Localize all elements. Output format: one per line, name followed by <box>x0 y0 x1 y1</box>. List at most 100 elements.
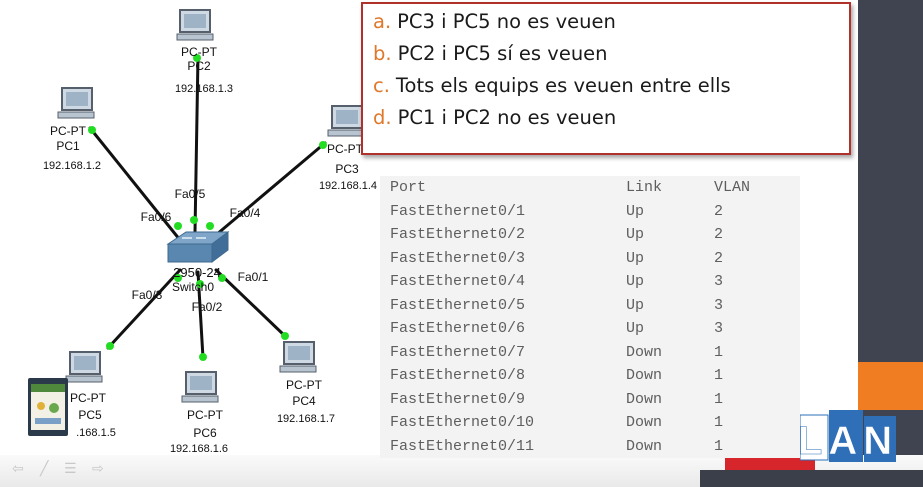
cell-vlan: 3 <box>714 320 724 338</box>
pc3-ip-label: 192.168.1.4 <box>319 180 377 192</box>
logo-red-strip <box>725 455 815 470</box>
option-letter: a. <box>373 10 392 33</box>
pc4-name-label: PC4 <box>292 394 316 408</box>
pc4-ip-label: 192.168.1.7 <box>277 413 335 425</box>
cell-vlan: 3 <box>714 273 724 291</box>
cell-link: Down <box>626 437 663 455</box>
pc5-name-label: PC5 <box>78 408 102 422</box>
option-b[interactable]: b.PC2 i PC5 sí es veuen <box>373 42 608 65</box>
cell-port: FastEthernet0/1 <box>390 202 526 220</box>
cell-vlan: 1 <box>714 437 724 455</box>
cell-port: FastEthernet0/6 <box>390 320 526 338</box>
cell-vlan: 2 <box>714 202 724 220</box>
cell-vlan: 1 <box>714 414 724 432</box>
pc2-name-label: PC2 <box>187 59 211 73</box>
arrow-left-icon[interactable]: ⇦ <box>12 461 24 477</box>
cell-link: Up <box>626 249 645 267</box>
cell-port: FastEthernet0/5 <box>390 296 526 314</box>
pc5-ip-label: .168.1.5 <box>76 427 116 439</box>
switch-name-label: Switch0 <box>172 280 214 294</box>
table-row: FastEthernet0/4 Up 3 <box>380 270 794 294</box>
pc6-ip-label: 192.168.1.6 <box>170 443 228 455</box>
switch-icon[interactable] <box>166 231 230 263</box>
cell-port: FastEthernet0/3 <box>390 249 526 267</box>
cell-link: Up <box>626 296 645 314</box>
orange-accent-block <box>858 362 923 410</box>
link-pc3 <box>208 141 327 242</box>
link-pc2 <box>193 54 200 234</box>
option-text: PC3 i PC5 no es veuen <box>397 10 616 33</box>
cell-port: FastEthernet0/7 <box>390 343 526 361</box>
cell-port: FastEthernet0/2 <box>390 226 526 244</box>
arrow-right-icon[interactable]: ⇨ <box>92 461 104 477</box>
cell-link: Up <box>626 226 645 244</box>
pc3-computer-icon[interactable] <box>327 105 365 137</box>
bottom-dark-band <box>700 470 923 487</box>
header-vlan: VLAN <box>714 179 751 197</box>
option-text: PC1 i PC2 no es veuen <box>397 106 617 129</box>
pc1-ip-label: 192.168.1.2 <box>43 160 101 172</box>
option-letter: c. <box>373 74 390 97</box>
menu-icon[interactable]: ☰ <box>64 461 77 477</box>
port-label-fa0-5: Fa0/5 <box>175 187 206 201</box>
option-c[interactable]: c.Tots els equips es veuen entre ells <box>373 74 731 97</box>
lan-logo: LAN <box>800 410 898 463</box>
table-row: FastEthernet0/1 Up 2 <box>380 200 794 224</box>
pc2-computer-icon[interactable] <box>176 9 214 41</box>
port-label-fa0-3: Fa0/3 <box>132 288 163 302</box>
cell-port: FastEthernet0/8 <box>390 367 526 385</box>
cell-port: FastEthernet0/4 <box>390 273 526 291</box>
lan-logo-text: LAN <box>800 419 898 463</box>
port-label-fa0-6: Fa0/6 <box>141 210 172 224</box>
switch-model-label: 2950-24 <box>173 265 221 280</box>
table-header-row: Port Link VLAN <box>380 176 794 200</box>
pc1-type-label: PC-PT <box>50 124 87 138</box>
cell-port: FastEthernet0/9 <box>390 390 526 408</box>
port-label-fa0-2: Fa0/2 <box>192 300 223 314</box>
app-thumbnail-icon <box>28 378 68 436</box>
option-d[interactable]: d.PC1 i PC2 no es veuen <box>373 106 616 129</box>
header-port: Port <box>390 179 427 197</box>
pc5-computer-icon[interactable] <box>65 351 103 383</box>
cell-vlan: 1 <box>714 367 724 385</box>
cell-link: Up <box>626 320 645 338</box>
cell-vlan: 2 <box>714 249 724 267</box>
pc3-name-label: PC3 <box>335 162 359 176</box>
cell-vlan: 3 <box>714 296 724 314</box>
link-pc1 <box>88 126 182 242</box>
cell-port: FastEthernet0/10 <box>390 414 535 432</box>
pc2-ip-label: 192.168.1.3 <box>175 83 233 95</box>
pc3-type-label: PC-PT <box>327 142 364 156</box>
cell-link: Down <box>626 343 663 361</box>
cell-link: Down <box>626 367 663 385</box>
option-a[interactable]: a.PC3 i PC5 no es veuen <box>373 10 616 33</box>
pc1-computer-icon[interactable] <box>57 87 95 119</box>
cell-link: Up <box>626 202 645 220</box>
port-label-fa0-4: Fa0/4 <box>230 206 261 220</box>
table-row: FastEthernet0/11 Down 1 <box>380 435 794 459</box>
option-text: PC2 i PC5 sí es veuen <box>397 42 608 65</box>
pc2-type-label: PC-PT <box>181 45 218 59</box>
pen-icon[interactable]: ╱ <box>40 461 49 477</box>
link-pc4 <box>214 268 287 338</box>
table-row: FastEthernet0/8 Down 1 <box>380 364 794 388</box>
network-topology-diagram: PC-PT PC2 192.168.1.3 PC-PT PC1 192.168.… <box>43 9 377 455</box>
pc4-computer-icon[interactable] <box>279 341 317 373</box>
table-row: FastEthernet0/5 Up 3 <box>380 294 794 318</box>
table-row: FastEthernet0/2 Up 2 <box>380 223 794 247</box>
cell-link: Up <box>626 273 645 291</box>
table-row: FastEthernet0/3 Up 2 <box>380 247 794 271</box>
option-letter: b. <box>373 42 392 65</box>
pc6-computer-icon[interactable] <box>181 371 219 403</box>
pc6-name-label: PC6 <box>193 426 217 440</box>
cell-vlan: 1 <box>714 390 724 408</box>
pc6-type-label: PC-PT <box>187 408 224 422</box>
cell-port: FastEthernet0/11 <box>390 437 535 455</box>
cell-vlan: 1 <box>714 343 724 361</box>
cell-vlan: 2 <box>714 226 724 244</box>
link-pc5 <box>106 268 182 350</box>
